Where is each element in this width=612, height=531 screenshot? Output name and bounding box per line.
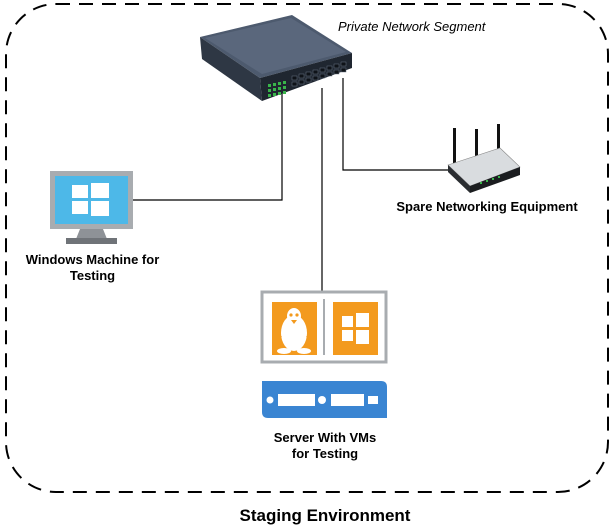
linux-tux-icon <box>272 302 317 355</box>
environment-title: Staging Environment <box>239 506 411 525</box>
segment-label: Private Network Segment <box>338 19 486 34</box>
spare-equipment-label: Spare Networking Equipment <box>396 199 578 214</box>
staging-environment-boundary <box>5 3 609 493</box>
server-vms-label: Server With VMs for Testing <box>273 430 377 461</box>
network-switch-icon <box>200 15 352 101</box>
windows-logo-icon <box>333 302 378 355</box>
windows-monitor-icon <box>50 171 133 244</box>
link-switch-to-windows-machine <box>133 88 283 201</box>
windows-machine-label: Windows Machine for Testing <box>25 252 160 283</box>
network-connections <box>133 78 448 292</box>
link-switch-to-spare-equipment <box>342 78 448 171</box>
wireless-router-icon <box>447 124 521 193</box>
server-rack-icon <box>262 381 387 418</box>
